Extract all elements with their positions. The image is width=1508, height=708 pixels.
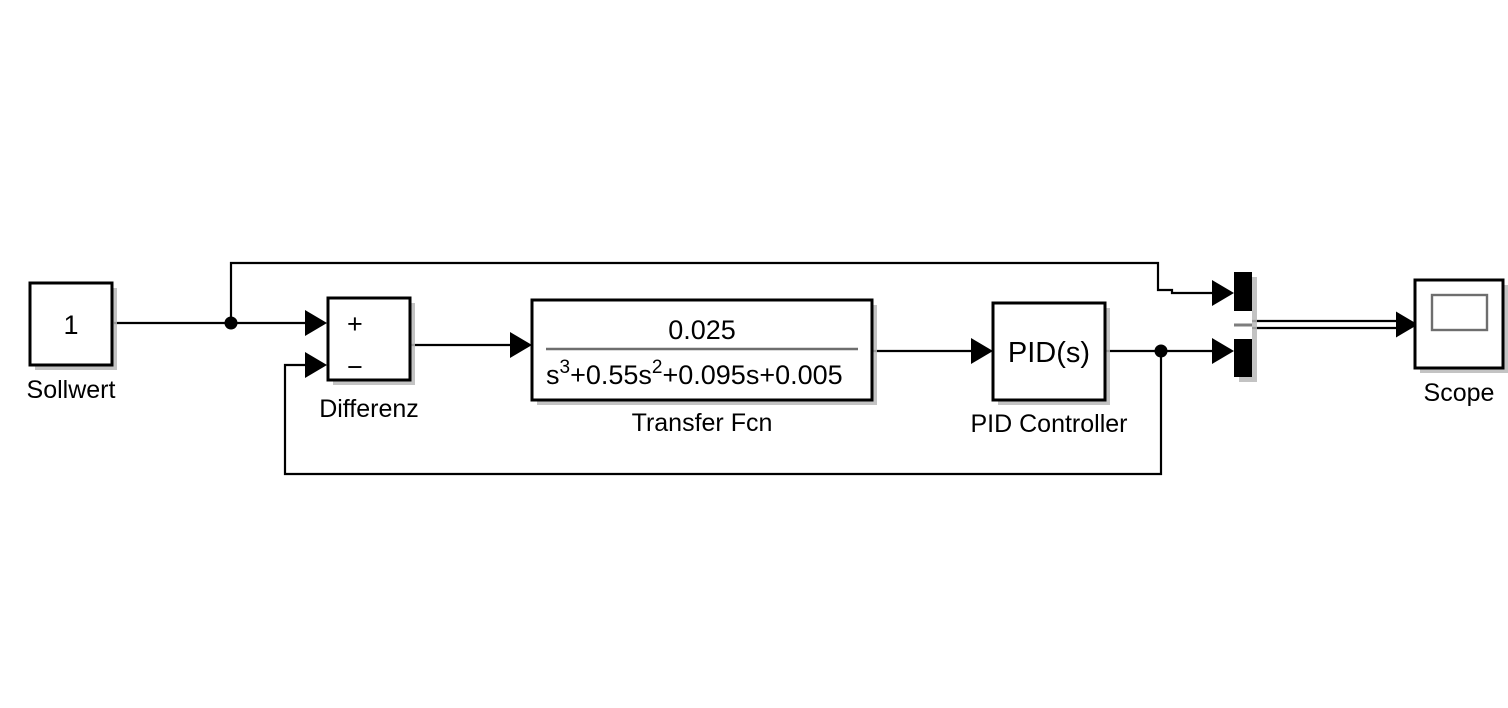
arrowhead-differenz-plus <box>305 310 327 336</box>
den-s-base: s <box>546 360 560 390</box>
arrowhead-mux-input-1 <box>1212 280 1234 306</box>
den-term2: +0.55s <box>570 360 652 390</box>
den-s-exp2: 2 <box>652 357 663 378</box>
transfer-fcn-label: Transfer Fcn <box>632 409 773 437</box>
arrowhead-differenz-minus <box>305 352 327 378</box>
differenz-plus-sign: + <box>347 309 363 339</box>
pid-controller-label: PID Controller <box>971 410 1128 438</box>
block-sollwert[interactable]: 1 <box>28 281 117 370</box>
arrowhead-mux-input-2 <box>1212 338 1234 364</box>
block-scope[interactable] <box>1413 278 1508 373</box>
wire-sollwert-branch-to-mux[interactable] <box>229 261 1224 325</box>
wire-mux-to-scope[interactable] <box>1252 319 1396 330</box>
arrowhead-pid-input <box>971 338 993 364</box>
block-pid-controller[interactable]: PID(s) <box>991 301 1110 405</box>
den-s-exp3: 3 <box>560 357 571 378</box>
differenz-label: Differenz <box>319 395 419 423</box>
transfer-fcn-numerator: 0.025 <box>668 315 736 345</box>
transfer-fcn-denominator: s3+0.55s2+0.095s+0.005 <box>546 357 843 390</box>
block-mux[interactable] <box>1234 272 1257 382</box>
den-tail: +0.095s+0.005 <box>662 360 842 390</box>
block-transfer-fcn[interactable]: 0.025 s3+0.55s2+0.095s+0.005 <box>530 298 877 405</box>
scope-screen <box>1430 293 1489 332</box>
differenz-minus-sign: − <box>347 352 363 382</box>
branch-point-pid-output[interactable] <box>1154 344 1168 358</box>
sollwert-label: Sollwert <box>27 376 116 404</box>
arrowhead-transfer-fcn-input <box>510 332 532 358</box>
sollwert-value: 1 <box>63 310 78 340</box>
branch-point-sollwert[interactable] <box>224 316 238 330</box>
block-differenz[interactable]: + − <box>326 296 415 385</box>
scope-label: Scope <box>1424 379 1495 407</box>
wire-pid-feedback-to-differenz[interactable] <box>283 349 1163 476</box>
pid-value: PID(s) <box>1008 337 1090 369</box>
